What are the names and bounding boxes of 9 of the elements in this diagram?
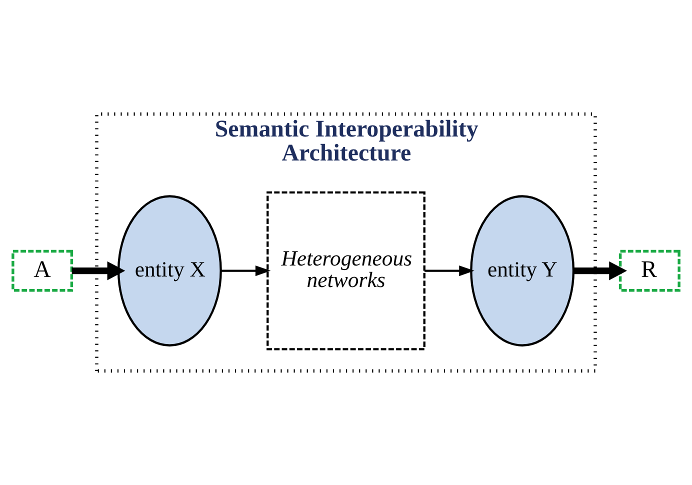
arrow — [221, 265, 271, 276]
arrow — [574, 261, 628, 280]
node-box: R — [618, 250, 680, 292]
arrow — [424, 265, 474, 276]
node-box: A — [12, 250, 74, 292]
arrow — [72, 261, 126, 280]
node-box: Heterogeneous networks — [266, 191, 426, 350]
node-ellipse: entity X — [117, 195, 222, 346]
node-ellipse: entity Y — [470, 195, 575, 346]
